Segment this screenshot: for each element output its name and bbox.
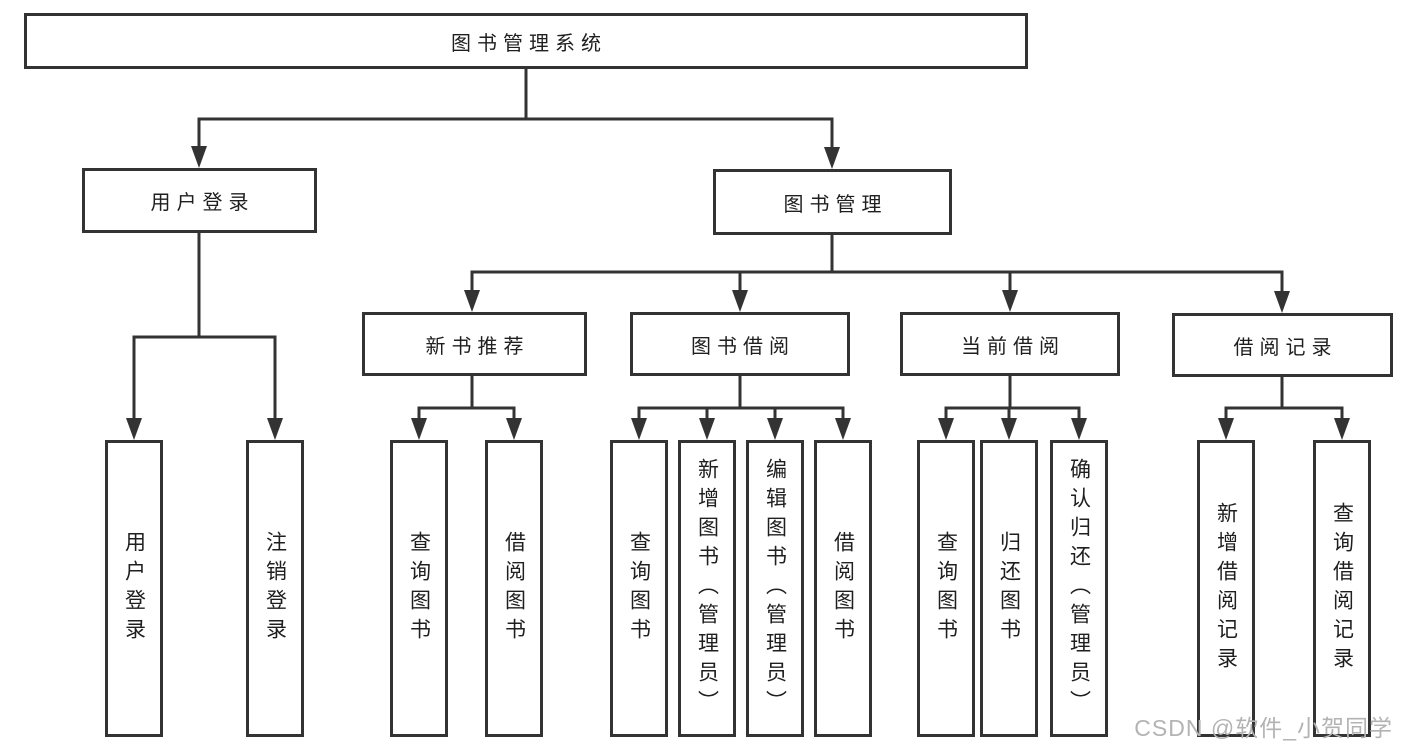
leaf-query-books-borrowing-label: 查询图书 — [627, 530, 651, 647]
node-new-book-recommend: 新书推荐 — [362, 312, 587, 376]
leaf-borrow-books-recommend-label: 借阅图书 — [502, 530, 526, 647]
node-book-borrowing-label: 图书借阅 — [691, 335, 795, 358]
leaf-query-books-recommend: 查询图书 — [390, 440, 448, 737]
leaf-return-books: 归还图书 — [980, 440, 1038, 737]
node-library-system-label: 图书管理系统 — [451, 32, 607, 55]
node-user-login-label: 用户登录 — [150, 192, 255, 214]
node-user-login: 用户登录 — [82, 168, 317, 233]
leaf-user-login-label: 用户登录 — [122, 530, 146, 647]
leaf-query-borrow-record-label: 查询借阅记录 — [1330, 501, 1354, 676]
leaf-query-books-recommend-label: 查询图书 — [407, 530, 431, 647]
leaf-confirm-return-admin-label: 确认归还（管理员） — [1067, 458, 1091, 719]
leaf-add-book-admin-label: 新增图书（管理员） — [695, 458, 719, 719]
leaf-add-borrow-record-label: 新增借阅记录 — [1214, 501, 1238, 676]
leaf-add-borrow-record: 新增借阅记录 — [1197, 440, 1255, 737]
leaf-borrow-books-borrowing: 借阅图书 — [814, 440, 872, 737]
node-new-book-recommend-label: 新书推荐 — [425, 335, 530, 358]
leaf-query-books-borrowing: 查询图书 — [610, 440, 668, 737]
arrowheads — [126, 146, 1350, 440]
node-current-borrowing-label: 当前借阅 — [961, 335, 1065, 358]
node-book-management-label: 图书管理 — [783, 193, 888, 216]
leaf-confirm-return-admin: 确认归还（管理员） — [1050, 440, 1108, 737]
node-book-borrowing: 图书借阅 — [630, 312, 850, 376]
leaf-return-books-label: 归还图书 — [997, 530, 1021, 647]
leaf-query-books-current: 查询图书 — [917, 440, 975, 737]
leaf-borrow-books-borrowing-label: 借阅图书 — [831, 530, 855, 647]
leaf-logout-label: 注销登录 — [263, 530, 287, 647]
node-library-system: 图书管理系统 — [24, 13, 1028, 69]
node-borrowing-records: 借阅记录 — [1172, 313, 1393, 377]
csdn-watermark: CSDN @软件_小贺同学 — [1134, 715, 1393, 741]
node-book-management: 图书管理 — [713, 169, 952, 235]
leaf-user-login: 用户登录 — [105, 440, 163, 737]
node-current-borrowing: 当前借阅 — [900, 312, 1120, 376]
node-borrowing-records-label: 借阅记录 — [1233, 336, 1338, 359]
leaf-edit-book-admin-label: 编辑图书（管理员） — [763, 458, 787, 719]
leaf-logout: 注销登录 — [246, 440, 304, 737]
leaf-query-borrow-record: 查询借阅记录 — [1313, 440, 1371, 737]
leaf-add-book-admin: 新增图书（管理员） — [678, 440, 736, 737]
leaf-edit-book-admin: 编辑图书（管理员） — [746, 440, 804, 737]
leaf-borrow-books-recommend: 借阅图书 — [485, 440, 543, 737]
leaf-query-books-current-label: 查询图书 — [934, 530, 958, 647]
